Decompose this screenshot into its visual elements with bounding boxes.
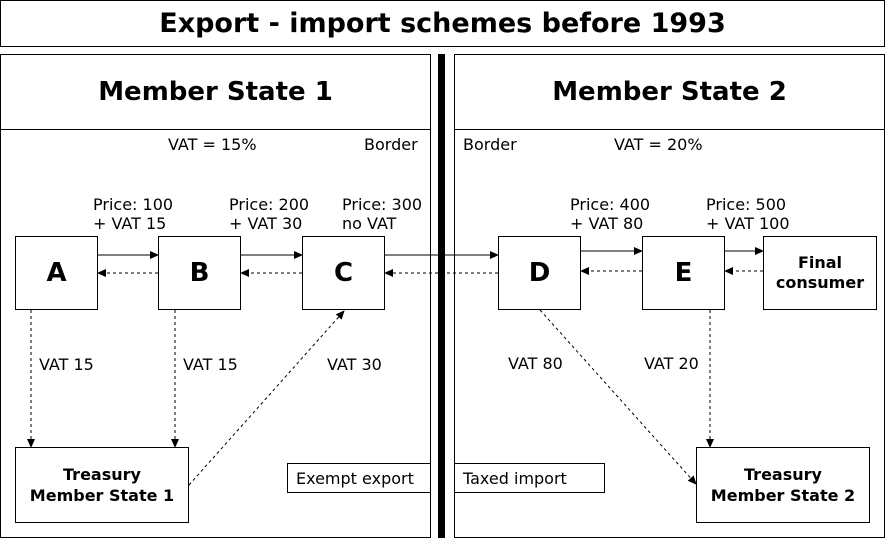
node-d: D xyxy=(498,236,581,310)
price-label-f: Price: 500 + VAT 100 xyxy=(706,195,790,233)
price-label-b: Price: 100 + VAT 15 xyxy=(93,195,174,233)
taxed-import-tag: Taxed import xyxy=(454,463,605,493)
vat-rate-1: VAT = 15% xyxy=(168,135,257,154)
vat-flow-label-a: VAT 15 xyxy=(39,355,94,374)
node-c: C xyxy=(302,236,385,310)
border-divider xyxy=(438,54,445,538)
border-label-2: Border xyxy=(463,135,517,154)
member-state-1-header: Member State 1 xyxy=(0,54,431,130)
node-b: B xyxy=(158,236,241,310)
vat-flow-label-b: VAT 15 xyxy=(183,355,238,374)
vat-flow-label-e: VAT 20 xyxy=(644,354,699,373)
exempt-export-tag: Exempt export xyxy=(287,463,431,493)
vat-flow-label-c: VAT 30 xyxy=(327,355,382,374)
price-label-d: Price: 300 no VAT xyxy=(342,195,423,233)
border-label-1: Border xyxy=(364,135,418,154)
vat-rate-2: VAT = 20% xyxy=(614,135,703,154)
price-label-c: Price: 200 + VAT 30 xyxy=(229,195,310,233)
member-state-2-header: Member State 2 xyxy=(454,54,885,130)
node-final-consumer: Final consumer xyxy=(763,236,877,310)
vat-flow-label-d: VAT 80 xyxy=(508,354,563,373)
treasury-member-state-1: Treasury Member State 1 xyxy=(15,447,189,523)
node-e: E xyxy=(642,236,725,310)
node-a: A xyxy=(15,236,98,310)
diagram-title: Export - import schemes before 1993 xyxy=(0,0,885,47)
price-label-e: Price: 400 + VAT 80 xyxy=(570,195,651,233)
vat-refund-arrow-treasury-c xyxy=(188,310,345,486)
vat-arrow-d-treasury xyxy=(539,309,697,485)
treasury-member-state-2: Treasury Member State 2 xyxy=(696,447,870,523)
